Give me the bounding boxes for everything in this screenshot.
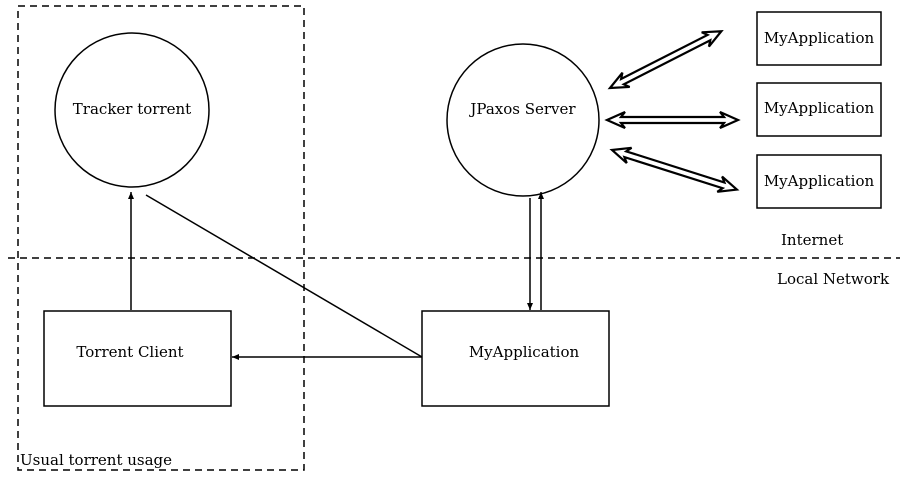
torrent-client-label: Torrent Client (76, 343, 183, 361)
local-myapplication-node (421, 310, 610, 407)
tracker-torrent-label: Tracker torrent (73, 100, 191, 118)
remote-myapplication-node-3 (756, 154, 882, 209)
tracker-torrent-node (54, 32, 210, 188)
tracker-to-myapplication-line (145, 194, 423, 358)
remote-myapplication-node-1 (756, 11, 882, 66)
jpaxos-remote-link-3 (609, 146, 740, 193)
internet-label: Internet (781, 231, 843, 249)
remote-myapplication-label-1: MyApplication (764, 29, 875, 47)
jpaxos-server-node (446, 43, 600, 197)
jpaxos-server-label: JPaxos Server (468, 100, 576, 118)
jpaxos-remote-link-2 (604, 110, 741, 130)
remote-myapplication-node-2 (756, 82, 882, 137)
remote-myapplication-label-2: MyApplication (764, 99, 875, 117)
jpaxos-remote-link-1 (607, 30, 724, 90)
usual-torrent-usage-label: Usual torrent usage (20, 451, 172, 469)
usual-torrent-usage-boundary (17, 5, 305, 471)
local-network-label: Local Network (777, 270, 890, 288)
remote-myapplication-label-3: MyApplication (764, 172, 875, 190)
local-myapplication-label: MyApplication (469, 343, 580, 361)
torrent-client-node (43, 310, 232, 407)
